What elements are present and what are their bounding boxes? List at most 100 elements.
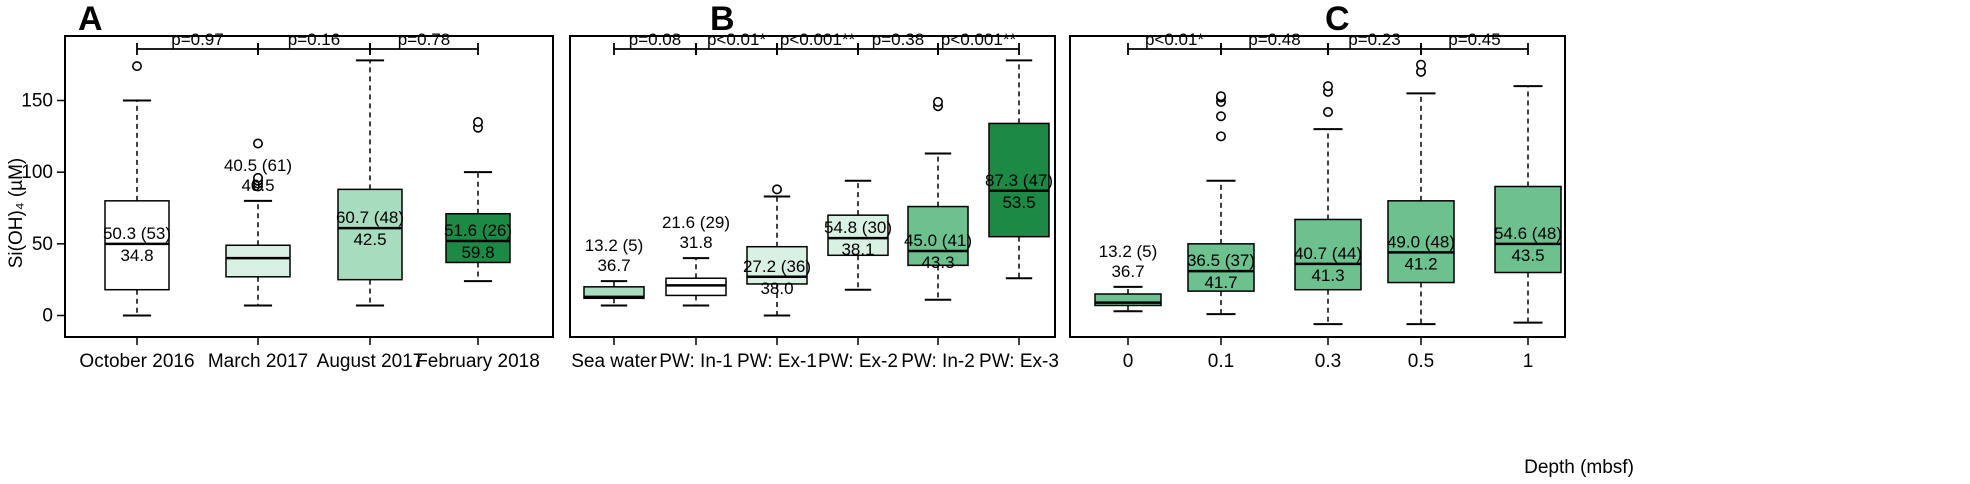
plot-frame xyxy=(569,35,1056,338)
outlier-point xyxy=(253,138,264,149)
box-iqr xyxy=(827,214,889,257)
x-tick-label: 0.5 xyxy=(1408,351,1434,372)
box-mean-label: 36.5 (37) xyxy=(1187,251,1255,270)
x-axis-label: Depth (mbsf) xyxy=(1524,457,1634,478)
p-value-label: p=0.38 xyxy=(872,30,924,49)
x-tick-label: 0.3 xyxy=(1315,351,1341,372)
box-iqr xyxy=(1094,293,1162,307)
x-tick-label: PW: Ex-2 xyxy=(818,351,898,372)
x-tick-label: August 2017 xyxy=(317,351,424,372)
p-value-label: p=0.16 xyxy=(288,30,340,49)
box-cv-label: 38.0 xyxy=(760,279,793,298)
x-tick-label: PW: In-1 xyxy=(659,351,733,372)
panel-letter: C xyxy=(1325,0,1350,38)
box-cv-label: 53.5 xyxy=(1002,193,1035,212)
outlier-point xyxy=(1216,131,1227,142)
outlier-point xyxy=(1216,91,1227,102)
plot-frame xyxy=(64,35,554,338)
outlier-point xyxy=(771,184,782,195)
box-iqr xyxy=(337,188,403,281)
box-iqr xyxy=(1187,243,1255,292)
p-value-label: p=0.08 xyxy=(629,30,681,49)
box-cv-label: 59.8 xyxy=(461,243,494,262)
box-iqr xyxy=(1294,218,1362,291)
box-cv-label: 41.2 xyxy=(1404,254,1437,273)
x-tick-label: October 2016 xyxy=(79,351,194,372)
box-iqr xyxy=(1387,200,1455,284)
outlier-point xyxy=(132,61,143,72)
box-mean-label: 21.6 (29) xyxy=(662,213,730,232)
p-value-label: p=0.48 xyxy=(1248,30,1300,49)
box-iqr xyxy=(583,286,645,300)
y-axis-label: Si(OH)₄ (µM) xyxy=(6,158,27,269)
p-value-label: p=0.45 xyxy=(1448,30,1500,49)
panel-letter: A xyxy=(78,0,103,38)
x-tick-label: PW: Ex-3 xyxy=(979,351,1059,372)
y-tick-label: 150 xyxy=(21,91,53,112)
box-cv-label: 41.3 xyxy=(1311,266,1344,285)
outlier-point xyxy=(253,172,264,183)
x-tick-label: PW: In-2 xyxy=(901,351,975,372)
box-cv-label: 31.8 xyxy=(679,233,712,252)
x-tick-label: PW: Ex-1 xyxy=(737,351,817,372)
outlier-point xyxy=(1416,59,1427,70)
box-iqr xyxy=(445,212,511,264)
x-tick-label: Sea water xyxy=(571,351,657,372)
outlier-point xyxy=(1323,106,1334,117)
p-value-label: p<0.001** xyxy=(941,30,1017,49)
x-tick-label: 1 xyxy=(1523,351,1534,372)
box-cv-label: 41.7 xyxy=(1204,273,1237,292)
panel-letter: B xyxy=(710,0,735,38)
p-value-label: p<0.001** xyxy=(780,30,856,49)
box-cv-label: 43.3 xyxy=(921,253,954,272)
box-iqr xyxy=(988,122,1050,238)
box-mean-label: 13.2 (5) xyxy=(585,236,644,255)
outlier-point xyxy=(1323,81,1334,92)
x-tick-label: 0.1 xyxy=(1208,351,1234,372)
x-tick-label: 0 xyxy=(1123,351,1134,372)
box-cv-label: 40.5 xyxy=(241,176,274,195)
y-tick-label: 50 xyxy=(32,234,53,255)
box-cv-label: 42.5 xyxy=(353,230,386,249)
box-iqr xyxy=(907,205,969,267)
y-tick-label: 100 xyxy=(21,162,53,183)
box-mean-label: 54.8 (30) xyxy=(824,218,892,237)
box-cv-label: 43.5 xyxy=(1511,246,1544,265)
box-mean-label: 45.0 (41) xyxy=(904,231,972,250)
box-mean-label: 54.6 (48) xyxy=(1494,224,1562,243)
p-value-label: p=0.23 xyxy=(1348,30,1400,49)
box-cv-label: 34.8 xyxy=(120,246,153,265)
box-iqr xyxy=(104,200,170,291)
outlier-point xyxy=(1216,111,1227,122)
box-mean-label: 51.6 (26) xyxy=(444,221,512,240)
box-mean-label: 13.2 (5) xyxy=(1099,242,1158,261)
p-value-label: p<0.01* xyxy=(1145,30,1204,49)
p-value-label: p=0.78 xyxy=(398,30,450,49)
box-mean-label: 27.2 (36) xyxy=(743,257,811,276)
x-tick-label: March 2017 xyxy=(208,351,308,372)
box-mean-label: 49.0 (48) xyxy=(1387,232,1455,251)
box-iqr xyxy=(665,277,727,297)
box-cv-label: 36.7 xyxy=(597,256,630,275)
box-mean-label: 60.7 (48) xyxy=(336,208,404,227)
box-mean-label: 40.7 (44) xyxy=(1294,244,1362,263)
box-iqr xyxy=(1494,185,1562,274)
p-value-label: p<0.01* xyxy=(707,30,766,49)
p-value-label: p=0.97 xyxy=(171,30,223,49)
box-mean-label: 40.5 (61) xyxy=(224,156,292,175)
outlier-point xyxy=(472,117,483,128)
outlier-point xyxy=(932,96,943,107)
panel-c: 13.2 (5)36.7 0 36.5 (37) 41.7 0.1 40.7 (44) 41… xyxy=(1069,30,1566,372)
y-tick-label: 0 xyxy=(42,306,53,327)
plot-frame xyxy=(1069,35,1566,338)
box-mean-label: 87.3 (47) xyxy=(985,171,1053,190)
box-cv-label: 36.7 xyxy=(1111,262,1144,281)
x-tick-label: February 2018 xyxy=(416,351,540,372)
box-mean-label: 50.3 (53) xyxy=(103,224,171,243)
box-iqr xyxy=(225,244,291,278)
box-cv-label: 38.1 xyxy=(841,240,874,259)
